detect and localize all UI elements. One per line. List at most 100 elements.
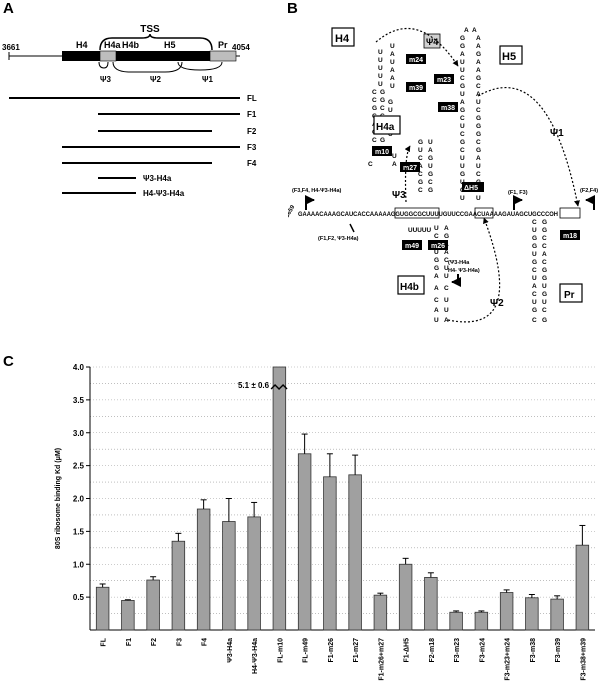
svg-text:U: U: [390, 59, 395, 66]
svg-text:U: U: [460, 67, 465, 74]
bar: [474, 611, 489, 631]
mutation-delta-h5: ΔH5: [462, 182, 484, 192]
domain-h4b: H4b: [122, 40, 140, 50]
svg-text:U: U: [388, 107, 393, 114]
svg-text:G: G: [476, 123, 481, 130]
svg-text:G: G: [460, 43, 465, 50]
x-tick-label: F3-m24: [479, 638, 486, 663]
svg-text:G: G: [542, 227, 547, 234]
svg-text:m38: m38: [441, 105, 455, 112]
svg-text:G: G: [418, 139, 423, 146]
x-tick-label: F2-m18: [429, 638, 436, 663]
svg-text:G: G: [532, 235, 537, 242]
svg-text:U: U: [392, 153, 397, 160]
y-tick-label: 3.5: [73, 396, 85, 405]
domain-h4a-label: H4a: [376, 122, 395, 133]
x-tick-label: FL-m10: [277, 638, 284, 663]
domain-h4: H4: [76, 40, 88, 50]
psi1-label: Ψ1: [202, 75, 213, 84]
svg-text:C: C: [476, 139, 481, 146]
svg-text:G: G: [444, 233, 449, 240]
svg-text:U: U: [476, 163, 481, 170]
svg-text:G: G: [418, 179, 423, 186]
psi1-arrow: [477, 87, 580, 207]
svg-text:U: U: [532, 251, 537, 258]
x-tick-label: F2: [151, 638, 158, 646]
svg-text:C: C: [444, 257, 449, 264]
svg-text:U: U: [460, 155, 465, 162]
bar: [323, 476, 337, 631]
psi4-label: Ψ4: [426, 37, 438, 47]
y-tick-label: 2.5: [73, 462, 85, 471]
svg-text:U: U: [460, 59, 465, 66]
svg-text:C: C: [434, 233, 439, 240]
svg-text:G: G: [542, 267, 547, 274]
construct-mark-4: (F2,F4): [580, 188, 598, 194]
panel-b-diagram: UUU UU CG CG GC GC AU CG CG C UAU AAU GU…: [288, 27, 598, 324]
x-tick-label: F3-m39: [555, 638, 562, 663]
construct-psi3-h4a: Ψ3-H4a: [143, 174, 172, 183]
bar: [272, 366, 287, 631]
mutation-m27: m27: [400, 162, 420, 172]
svg-text:m23: m23: [437, 77, 451, 84]
svg-text:U: U: [434, 317, 439, 324]
svg-text:G: G: [542, 291, 547, 298]
panel-a-diagram: TSS 3661 4054 H4 H4a H4b H5 Pr Ψ3 Ψ2 Ψ1 …: [2, 24, 257, 198]
svg-text:C: C: [368, 161, 373, 168]
svg-text:m26: m26: [431, 243, 445, 250]
svg-text:A: A: [390, 51, 395, 58]
mutation-m39: m39: [406, 82, 426, 92]
svg-text:A: A: [444, 225, 449, 232]
chart-annotation: 5.1 ± 0.6: [238, 381, 270, 390]
svg-text:C: C: [532, 267, 537, 274]
svg-text:U: U: [444, 297, 449, 304]
svg-text:G: G: [460, 139, 465, 146]
svg-text:G: G: [532, 259, 537, 266]
bar: [575, 544, 590, 631]
bar: [171, 540, 186, 631]
psi3-label-b: Ψ3: [392, 190, 406, 201]
y-tick-label: 3.0: [73, 429, 85, 438]
chart-grid: [90, 366, 595, 630]
tss-bracket: [99, 33, 213, 51]
svg-text:C: C: [542, 259, 547, 266]
psi1-label-b: Ψ1: [550, 128, 564, 139]
psi2-arc: [112, 61, 183, 73]
start-position: 3661: [2, 43, 20, 52]
x-tick-label: F1-m26+m27: [378, 638, 385, 681]
svg-text:G: G: [542, 219, 547, 226]
x-tick-label: F1: [126, 638, 133, 646]
svg-text:U: U: [390, 83, 395, 90]
svg-text:C: C: [418, 155, 423, 162]
x-tick-label: F1-m26: [328, 638, 335, 663]
bar: [222, 521, 236, 631]
svg-text:U: U: [378, 81, 383, 88]
svg-text:C: C: [418, 171, 423, 178]
svg-text:A: A: [460, 51, 465, 58]
mutation-m49: m49: [402, 240, 422, 250]
svg-text:m49: m49: [405, 243, 419, 250]
svg-text:U: U: [460, 163, 465, 170]
psi1-box: [559, 207, 581, 219]
svg-text:U: U: [460, 195, 465, 202]
svg-text:C: C: [372, 89, 377, 96]
svg-text:A: A: [428, 147, 433, 154]
svg-text:A: A: [476, 43, 481, 50]
svg-text:G: G: [380, 89, 385, 96]
mutation-m38: m38: [438, 102, 458, 112]
svg-text:C: C: [380, 105, 385, 112]
svg-text:C: C: [532, 219, 537, 226]
svg-text:G: G: [460, 107, 465, 114]
svg-text:G: G: [434, 257, 439, 264]
svg-text:G: G: [460, 35, 465, 42]
svg-text:U: U: [378, 65, 383, 72]
x-tick-label: F4: [202, 638, 209, 646]
chart-bars: [95, 366, 590, 631]
y-tick-label: 1.0: [73, 560, 85, 569]
svg-text:A: A: [390, 75, 395, 82]
x-tick-label: Ψ3-H4a: [227, 638, 234, 663]
svg-text:G: G: [428, 155, 433, 162]
svg-text:U: U: [378, 49, 383, 56]
construct-f4: F4: [247, 159, 257, 168]
